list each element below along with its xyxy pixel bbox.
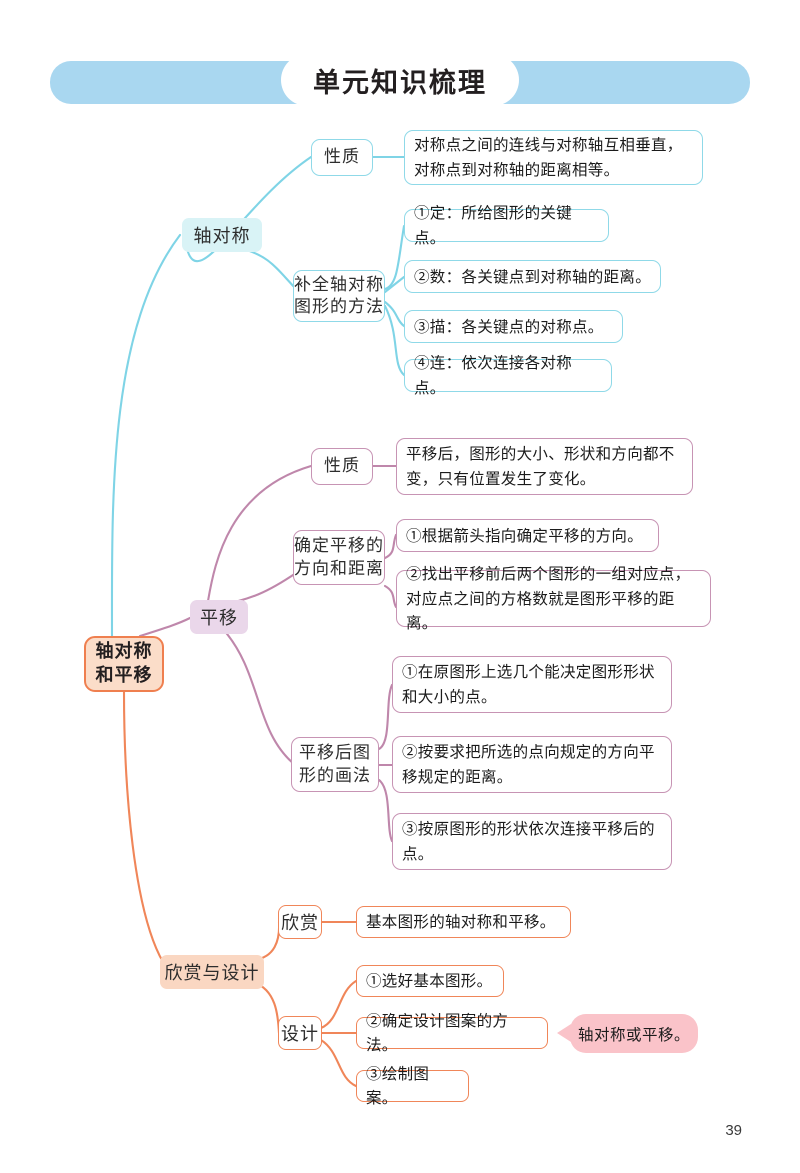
header-title-plate xyxy=(281,54,519,106)
leaf-translation-dd-2[interactable]: ②找出平移前后两个图形的一组对应点，对应点之间的方格数就是图形平移的距离。 xyxy=(396,565,711,632)
leaf-translation-dd-1[interactable]: ①根据箭头指向确定平移的方向。 xyxy=(396,519,659,552)
leaf-axial-property-1[interactable]: 对称点之间的连线与对称轴互相垂直，对称点到对称轴的距离相等。 xyxy=(404,130,703,185)
subnode-translation-direction-distance[interactable]: 确定平移的 方向和距离 xyxy=(293,530,385,585)
leaf-axial-method-3[interactable]: ③描：各关键点的对称点。 xyxy=(404,310,623,343)
root-label-line2: 和平移 xyxy=(95,665,153,686)
leaf-design-1[interactable]: ①选好基本图形。 xyxy=(356,965,504,997)
leaf-translation-draw-3[interactable]: ③按原图形的形状依次连接平移后的点。 xyxy=(392,813,672,870)
subnode-line1: 平移后图 xyxy=(299,743,371,764)
leaf-design-2[interactable]: ②确定设计图案的方法。 xyxy=(356,1012,548,1054)
subnode-line2: 形的画法 xyxy=(299,765,371,786)
subnode-translation-drawing-method[interactable]: 平移后图 形的画法 xyxy=(291,737,379,792)
leaf-translation-draw-2[interactable]: ②按要求把所选的点向规定的方向平移规定的距离。 xyxy=(392,736,672,793)
leaf-appreciation-1[interactable]: 基本图形的轴对称和平移。 xyxy=(356,906,571,938)
subnode-line1: 补全轴对称 xyxy=(294,274,384,295)
leaf-translation-draw-1[interactable]: ①在原图形上选几个能决定图形形状和大小的点。 xyxy=(392,656,672,713)
callout-bubble[interactable]: 轴对称或平移。 xyxy=(570,1014,698,1053)
page-title: 单元知识梳理 xyxy=(313,67,487,99)
subnode-axial-completion-method[interactable]: 补全轴对称 图形的方法 xyxy=(293,270,385,322)
subnode-design[interactable]: 设计 xyxy=(278,1016,322,1050)
subnode-line1: 确定平移的 xyxy=(294,536,384,557)
leaf-axial-method-2[interactable]: ②数：各关键点到对称轴的距离。 xyxy=(404,260,661,293)
callout-tail-icon xyxy=(557,1024,571,1042)
subnode-appreciation[interactable]: 欣赏 xyxy=(278,905,322,939)
page-number: 39 xyxy=(725,1122,742,1139)
branch-node-appreciation-design[interactable]: 欣赏与设计 xyxy=(160,955,264,989)
root-label-line1: 轴对称 xyxy=(95,641,153,663)
branch-node-translation[interactable]: 平移 xyxy=(190,600,248,634)
subnode-translation-property[interactable]: 性质 xyxy=(311,448,373,485)
root-node[interactable]: 轴对称 和平移 xyxy=(84,636,164,692)
branch-node-axial-symmetry[interactable]: 轴对称 xyxy=(182,218,262,252)
leaf-design-3[interactable]: ③绘制图案。 xyxy=(356,1065,469,1107)
leaf-axial-method-1[interactable]: ①定：所给图形的关键点。 xyxy=(404,204,609,247)
subnode-line2: 方向和距离 xyxy=(294,558,384,579)
subnode-axial-property[interactable]: 性质 xyxy=(311,139,373,176)
leaf-axial-method-4[interactable]: ④连：依次连接各对称点。 xyxy=(404,354,612,397)
subnode-line2: 图形的方法 xyxy=(294,297,384,317)
leaf-translation-property-1[interactable]: 平移后，图形的大小、形状和方向都不变，只有位置发生了变化。 xyxy=(396,438,693,495)
